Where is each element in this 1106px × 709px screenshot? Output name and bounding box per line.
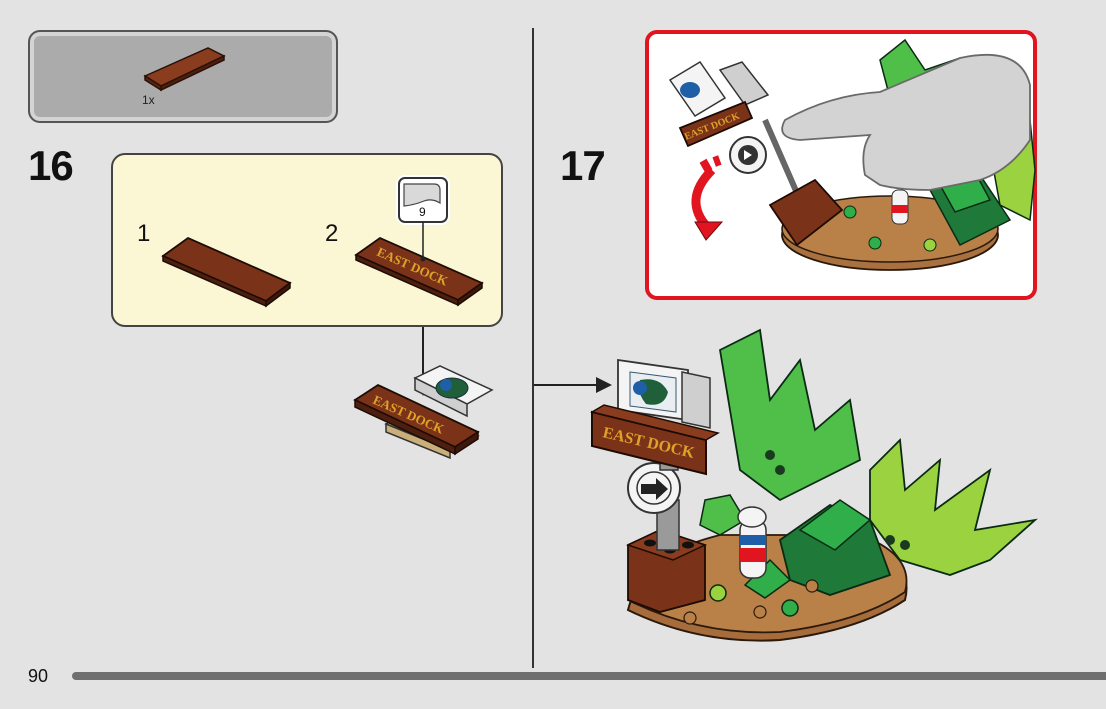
page-number: 90	[28, 666, 48, 687]
main-sign-assembly: EAST DOCK	[592, 360, 718, 550]
right-arrow-icon	[534, 377, 612, 393]
page-progress-bar	[72, 672, 1106, 680]
